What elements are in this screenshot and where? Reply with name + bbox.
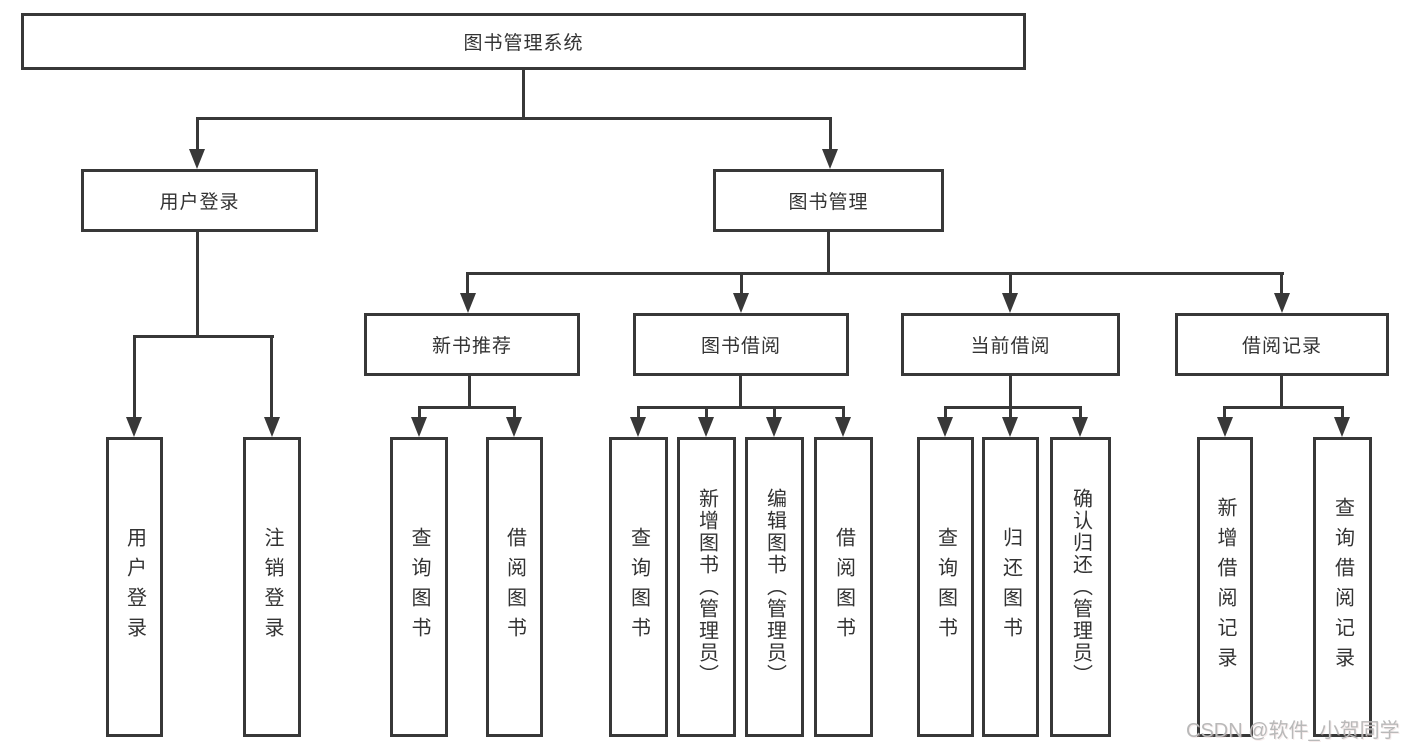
arrowhead-borrow-1-icon: [506, 417, 522, 437]
connector-drop-add-record: [1223, 406, 1226, 419]
node-query-books-2-label: 查询图书: [627, 527, 650, 647]
connector-drop-user-login: [196, 117, 199, 151]
connector-drop-logout: [270, 335, 273, 419]
node-new-book-recommend: 新书推荐: [364, 313, 580, 376]
connector-drop-edit-book: [773, 406, 776, 419]
node-login: 用户登录: [106, 437, 163, 737]
node-borrow-books-1: 借阅图书: [486, 437, 543, 737]
node-borrowing-records: 借阅记录: [1175, 313, 1389, 376]
node-query-books-2: 查询图书: [609, 437, 668, 737]
node-borrow-books-2-label: 借阅图书: [832, 527, 855, 647]
connector-recommend-stem: [468, 376, 471, 408]
connector-drop-query-record: [1341, 406, 1344, 419]
connector-borrowing-stem: [739, 376, 742, 408]
arrowhead-confirm-return-icon: [1072, 417, 1088, 437]
arrowhead-query-record-icon: [1334, 417, 1350, 437]
arrowhead-return-icon: [1002, 417, 1018, 437]
connector-recommend-branch: [418, 406, 516, 409]
connector-borrowing-branch: [637, 406, 845, 409]
node-new-book-recommend-label: 新书推荐: [431, 336, 512, 357]
node-book-borrowing-label: 图书借阅: [700, 336, 781, 357]
node-query-books-1: 查询图书: [390, 437, 448, 737]
connector-drop-login: [133, 335, 136, 419]
arrowhead-add-record-icon: [1217, 417, 1233, 437]
node-borrow-books-2: 借阅图书: [814, 437, 873, 737]
connector-login-branch: [133, 335, 274, 338]
arrowhead-query-3-icon: [937, 417, 953, 437]
node-user-login: 用户登录: [81, 169, 318, 232]
arrowhead-recommend-icon: [460, 293, 476, 313]
connector-drop-query-2: [637, 406, 640, 419]
node-current-borrowing-label: 当前借阅: [970, 336, 1051, 357]
node-confirm-return-admin-label: 确认归还（管理员）: [1069, 488, 1092, 686]
connector-current-stem: [1009, 376, 1012, 408]
node-query-borrow-record: 查询借阅记录: [1313, 437, 1372, 737]
node-user-login-label: 用户登录: [159, 192, 240, 213]
node-return-books-label: 归还图书: [999, 527, 1022, 647]
arrowhead-login-icon: [126, 417, 142, 437]
node-query-books-3-label: 查询图书: [934, 527, 957, 647]
connector-management-branch: [466, 272, 1284, 275]
node-book-management: 图书管理: [713, 169, 944, 232]
arrowhead-query-1-icon: [411, 417, 427, 437]
connector-drop-recommend: [466, 272, 469, 295]
arrowhead-user-login-icon: [189, 149, 205, 169]
arrowhead-logout-icon: [264, 417, 280, 437]
arrowhead-book-management-icon: [822, 149, 838, 169]
node-add-borrow-record-label: 新增借阅记录: [1214, 497, 1236, 677]
arrowhead-add-book-icon: [698, 417, 714, 437]
node-book-borrowing: 图书借阅: [633, 313, 849, 376]
node-confirm-return-admin: 确认归还（管理员）: [1050, 437, 1111, 737]
node-current-borrowing: 当前借阅: [901, 313, 1120, 376]
node-return-books: 归还图书: [982, 437, 1039, 737]
node-add-book-admin-label: 新增图书（管理员）: [695, 488, 718, 686]
connector-drop-confirm-return: [1079, 406, 1082, 419]
node-login-label: 用户登录: [123, 527, 146, 647]
connector-drop-query-1: [418, 406, 421, 419]
connector-management-stem: [827, 232, 830, 275]
arrowhead-borrowing-icon: [733, 293, 749, 313]
node-borrow-books-1-label: 借阅图书: [503, 527, 526, 647]
node-logout: 注销登录: [243, 437, 301, 737]
node-query-books-1-label: 查询图书: [408, 527, 430, 647]
node-library-system-label: 图书管理系统: [463, 33, 584, 54]
node-query-borrow-record-label: 查询借阅记录: [1331, 497, 1354, 677]
node-edit-book-admin: 编辑图书（管理员）: [745, 437, 804, 737]
node-logout-label: 注销登录: [261, 527, 283, 647]
arrowhead-current-icon: [1002, 293, 1018, 313]
connector-drop-add-book: [705, 406, 708, 419]
connector-drop-query-3: [944, 406, 947, 419]
connector-drop-records: [1280, 272, 1283, 295]
arrowhead-records-icon: [1274, 293, 1290, 313]
node-query-books-3: 查询图书: [917, 437, 974, 737]
node-add-book-admin: 新增图书（管理员）: [677, 437, 736, 737]
arrowhead-query-2-icon: [630, 417, 646, 437]
connector-current-branch: [944, 406, 1082, 409]
connector-records-branch: [1223, 406, 1344, 409]
connector-drop-current: [1009, 272, 1012, 295]
connector-records-stem: [1280, 376, 1283, 408]
connector-drop-borrow-2: [842, 406, 845, 419]
connector-drop-book-management: [829, 117, 832, 151]
arrowhead-borrow-2-icon: [835, 417, 851, 437]
node-library-system: 图书管理系统: [21, 13, 1026, 70]
node-edit-book-admin-label: 编辑图书（管理员）: [763, 488, 786, 686]
watermark: CSDN @软件_小贺同学: [1186, 720, 1400, 742]
connector-root-stem: [522, 69, 525, 118]
node-borrowing-records-label: 借阅记录: [1241, 336, 1322, 357]
arrowhead-edit-book-icon: [766, 417, 782, 437]
node-book-management-label: 图书管理: [788, 192, 869, 213]
connector-drop-return: [1009, 406, 1012, 419]
connector-drop-borrowing: [740, 272, 743, 295]
connector-drop-borrow-1: [513, 406, 516, 419]
connector-login-stem: [196, 232, 199, 337]
node-add-borrow-record: 新增借阅记录: [1197, 437, 1253, 737]
connector-root-branch: [196, 117, 832, 120]
